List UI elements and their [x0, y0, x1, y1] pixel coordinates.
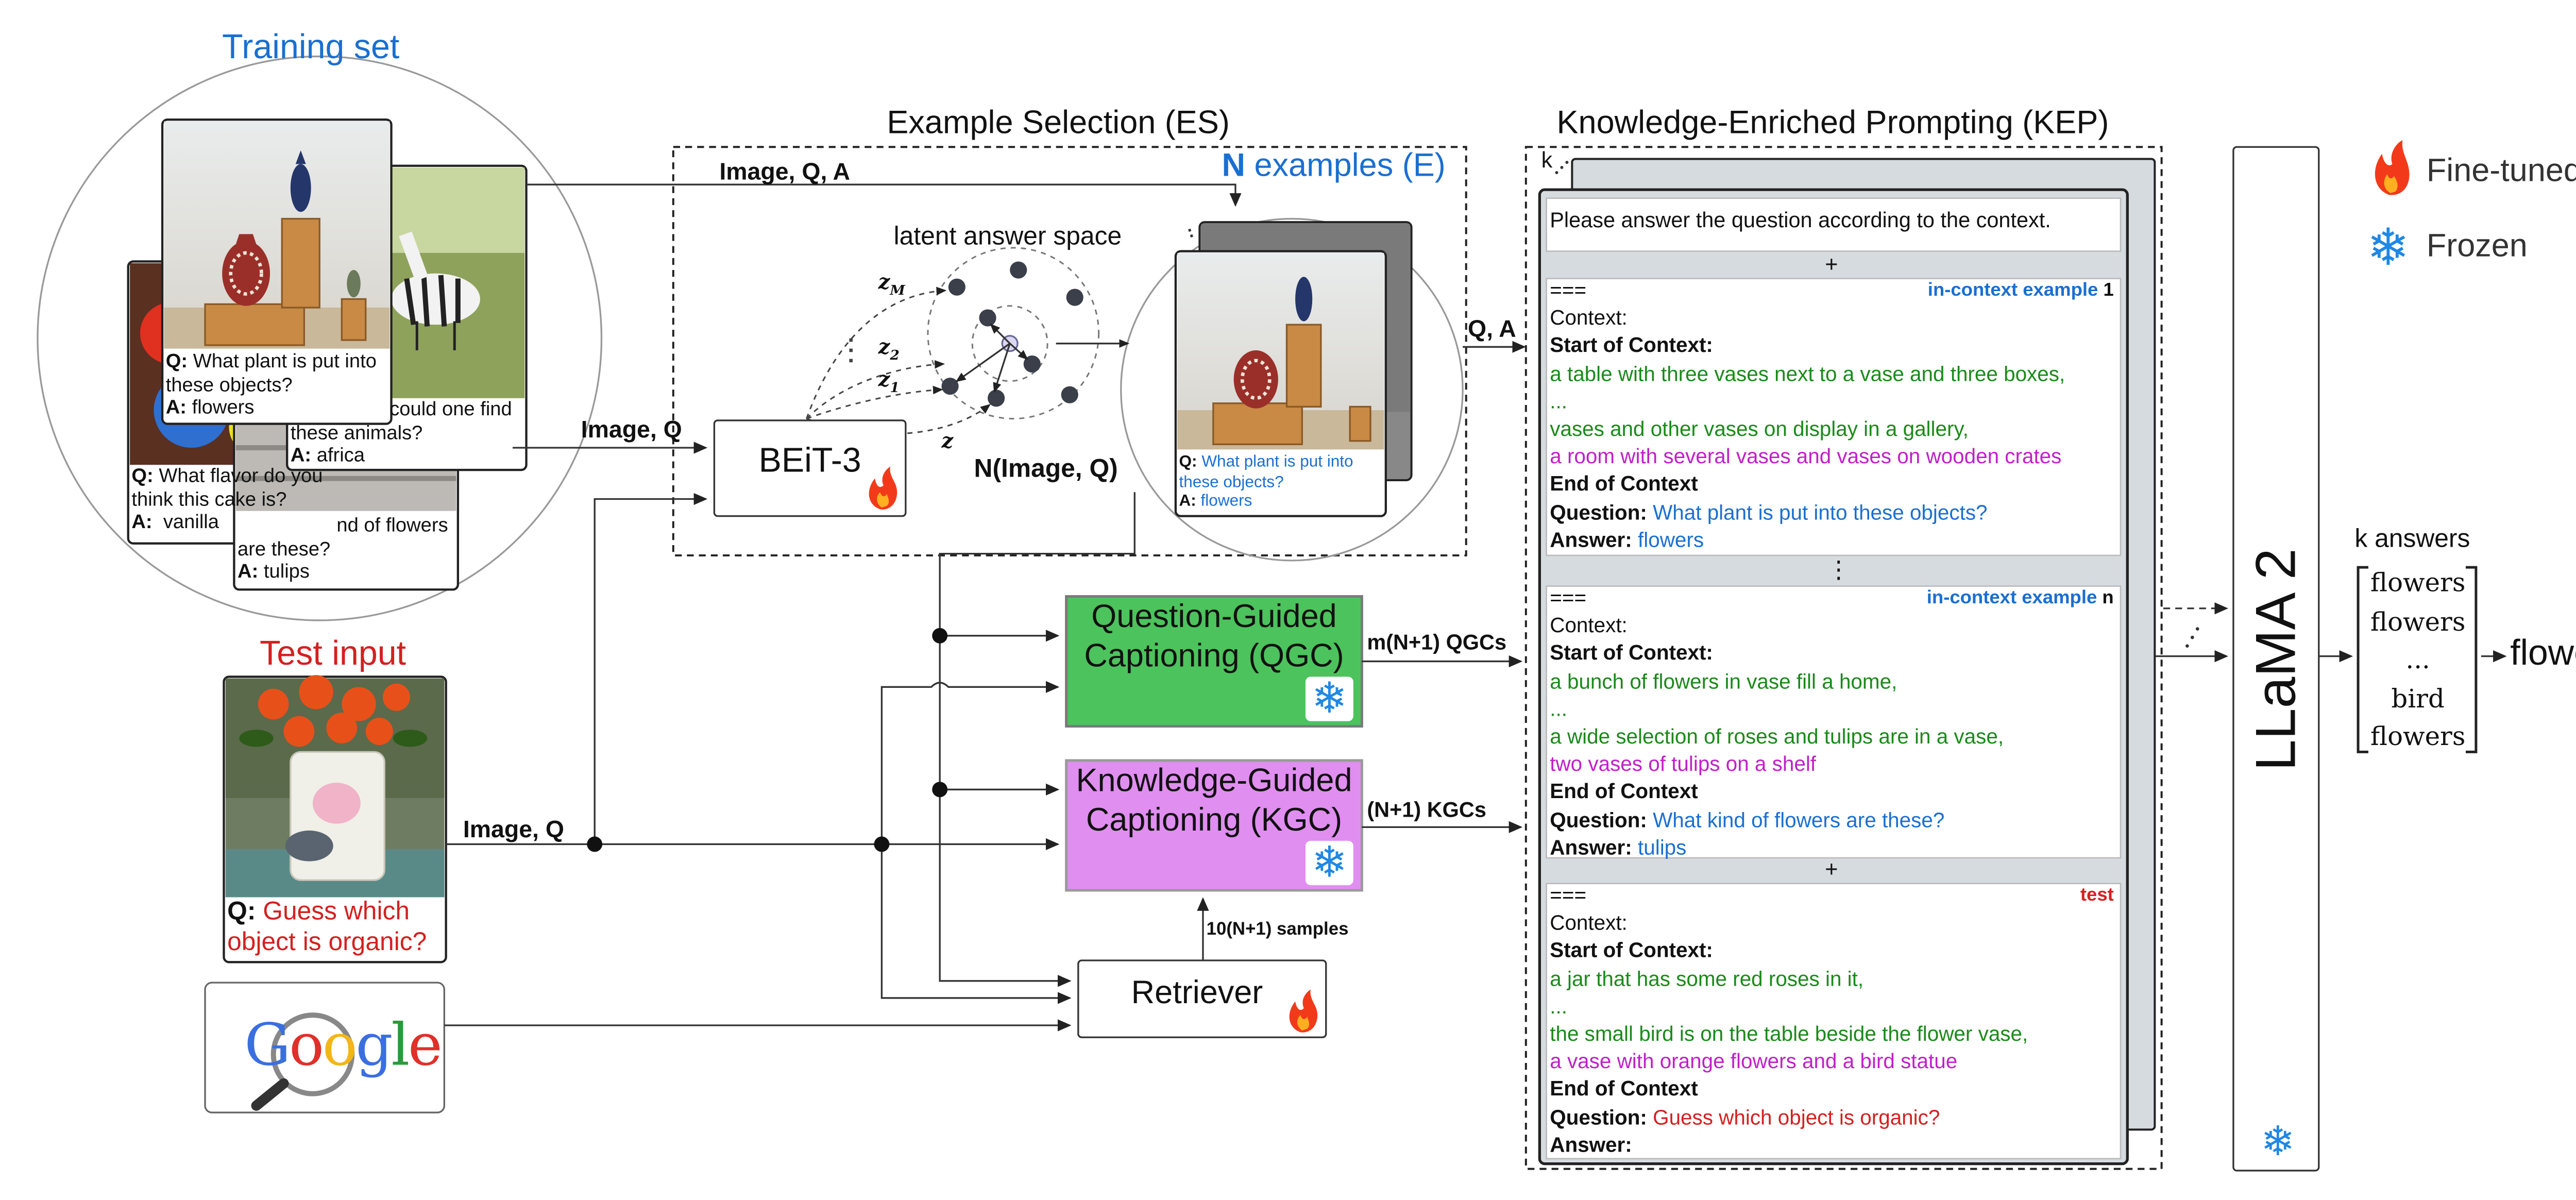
training-card-q-vases: Q: What plant is put into these objects?… — [165, 352, 377, 419]
n-image-q-label: N(Image, Q) — [974, 454, 1118, 484]
fire-icon-retriever — [1289, 989, 1318, 1033]
edge-label-image-q-bottom: Image, Q — [463, 815, 564, 843]
snowflake-icon-kgc: ❄ — [1305, 840, 1353, 886]
snowflake-icon-llama: ❄ — [2260, 1119, 2295, 1165]
z-m-label: zM — [878, 270, 905, 298]
kep-plus-2: + — [1825, 856, 1838, 882]
es-box — [672, 146, 1467, 556]
retriever-label: Retriever — [1131, 975, 1263, 1012]
answers-list: flowers flowers ... bird flowers — [2370, 567, 2466, 752]
edge-label-kgcs: (N+1) KGCs — [1367, 798, 1486, 822]
edge-label-qgcs: m(N+1) QGCs — [1367, 630, 1507, 655]
training-card-q-tulips: nd of flowers are these?A: tulips — [238, 516, 448, 583]
training-set-circle — [37, 55, 603, 621]
kep-plus-1: + — [1825, 251, 1838, 277]
kep-title: Knowledge-Enriched Prompting (KEP) — [1556, 106, 2109, 142]
google-logo: Google — [244, 1011, 442, 1080]
training-set-title: Training set — [222, 29, 400, 67]
edge-label-q-a: Q, A — [1468, 314, 1516, 342]
kep-vdots: ⋮ — [1826, 555, 1851, 583]
example-card-text: Q: What plant is put into these objects?… — [1179, 452, 1353, 511]
kep-box — [1524, 146, 2163, 1170]
z-2-label: z2 — [878, 335, 900, 363]
google-box — [204, 982, 446, 1113]
snowflake-icon-legend: ❄ — [2366, 220, 2410, 277]
legend-frozen: Frozen — [2426, 229, 2528, 265]
test-input-title: Test input — [260, 635, 406, 673]
test-input-question: Q: Guess which object is organic? — [227, 897, 427, 957]
legend-finetuned: Fine-tuned — [2426, 154, 2576, 190]
training-card-q-cake: Q: What flavor do you think this cake is… — [131, 466, 323, 533]
beit3-label: BEiT-3 — [758, 443, 861, 480]
es-title: Example Selection (ES) — [887, 106, 1230, 142]
z-label: z — [941, 429, 954, 453]
training-card-q-zebras: could one find these animals?A: africa — [290, 400, 512, 467]
snowflake-icon-qgc: ❄ — [1305, 677, 1353, 721]
kep-example-1: ===in-context example 1 Context: Start o… — [1550, 278, 2114, 552]
final-answer: flowers — [2510, 634, 2576, 673]
edge-label-image-q-top: Image, Q — [581, 415, 682, 443]
n-examples-label: N examples (E) — [1222, 148, 1446, 185]
llama2-label: LLaMA 2 — [2243, 548, 2307, 771]
edge-label-samples: 10(N+1) samples — [1206, 919, 1349, 940]
kep-stack-label: k — [1541, 147, 1553, 173]
beit3-box — [713, 419, 907, 517]
latent-space-label: latent answer space — [893, 222, 1122, 251]
fire-icon-legend — [2375, 140, 2410, 195]
z-1-label: z1 — [878, 367, 900, 396]
fire-icon-beit — [869, 466, 897, 510]
kep-test: ===test Context: Start of Context: a jar… — [1550, 883, 2114, 1157]
llama2-box — [2232, 146, 2320, 1172]
examples-circle — [1120, 217, 1464, 562]
kep-example-n: ===in-context example n Context: Start o… — [1550, 586, 2114, 859]
kep-instruction: Please answer the question according to … — [1550, 208, 2051, 233]
answers-title: k answers — [2354, 525, 2470, 554]
edge-label-image-q-a: Image, Q, A — [719, 157, 851, 185]
